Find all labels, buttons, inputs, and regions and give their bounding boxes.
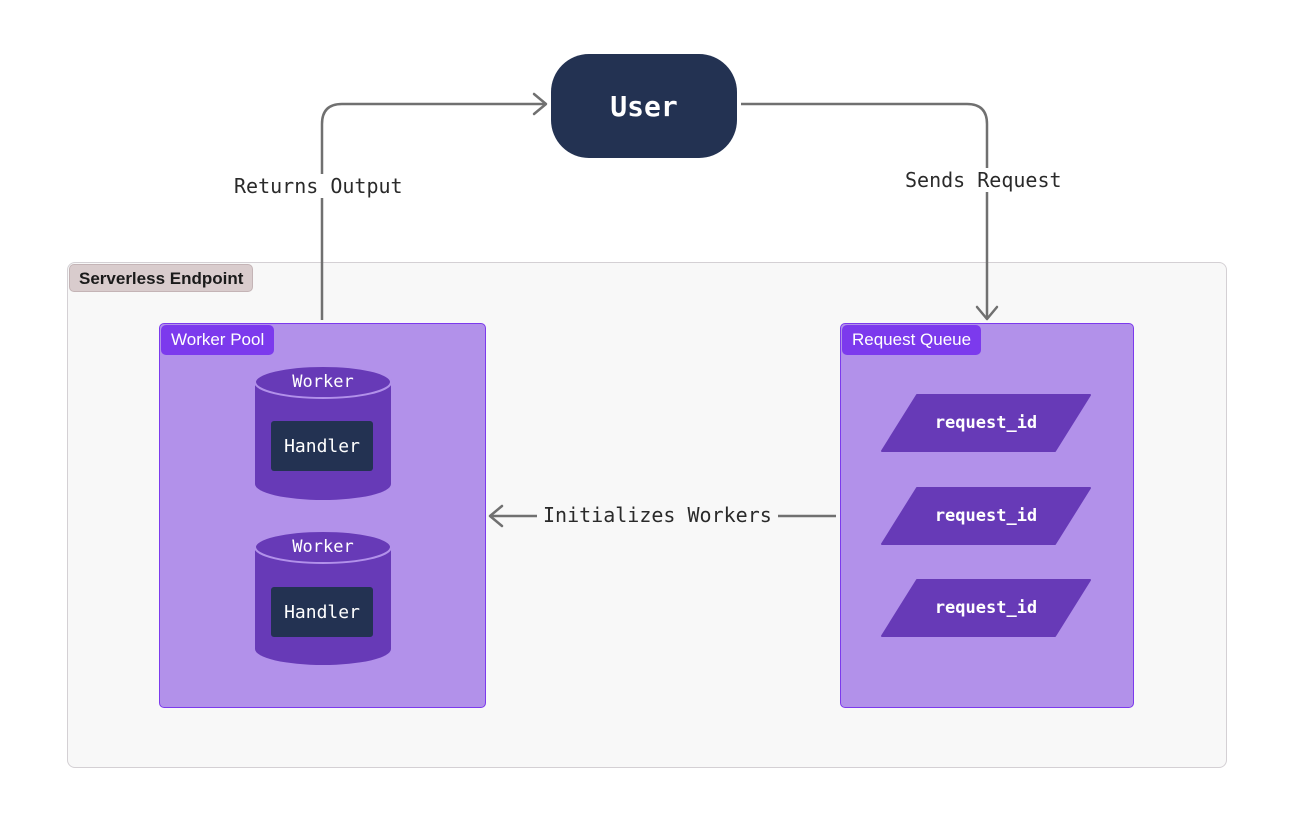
worker-pool-label: Worker Pool	[161, 325, 275, 355]
sends-request-arrowhead	[975, 305, 999, 321]
handler-box: Handler	[271, 587, 373, 637]
request-shape-icon	[881, 394, 1091, 452]
request-item: request_id	[881, 394, 1091, 452]
sends-request-label: Sends Request	[899, 168, 1068, 192]
request-id-label: request_id	[934, 598, 1038, 618]
handler-box: Handler	[271, 421, 373, 471]
handler-label: Handler	[284, 601, 360, 623]
returns-output-label: Returns Output	[228, 174, 409, 198]
request-shape-icon	[881, 487, 1091, 545]
request-id-label: request_id	[934, 506, 1038, 526]
request-item: request_id	[881, 579, 1091, 637]
initializes-workers-label: Initializes Workers	[537, 503, 778, 527]
initializes-workers-arrowhead	[488, 504, 504, 528]
worker-label: Worker	[292, 537, 354, 557]
returns-output-arrowhead	[532, 92, 548, 116]
handler-label: Handler	[284, 435, 360, 457]
user-label: User	[610, 89, 678, 123]
request-id-label: request_id	[934, 413, 1038, 433]
returns-output-edge	[320, 102, 545, 320]
serverless-endpoint-label: Serverless Endpoint	[69, 264, 254, 292]
request-item: request_id	[881, 487, 1091, 545]
request-shape-icon	[881, 579, 1091, 637]
worker-label: Worker	[292, 372, 354, 392]
user-node: User	[551, 54, 737, 158]
request-queue-label: Request Queue	[842, 325, 982, 355]
sends-request-edge	[741, 102, 989, 318]
